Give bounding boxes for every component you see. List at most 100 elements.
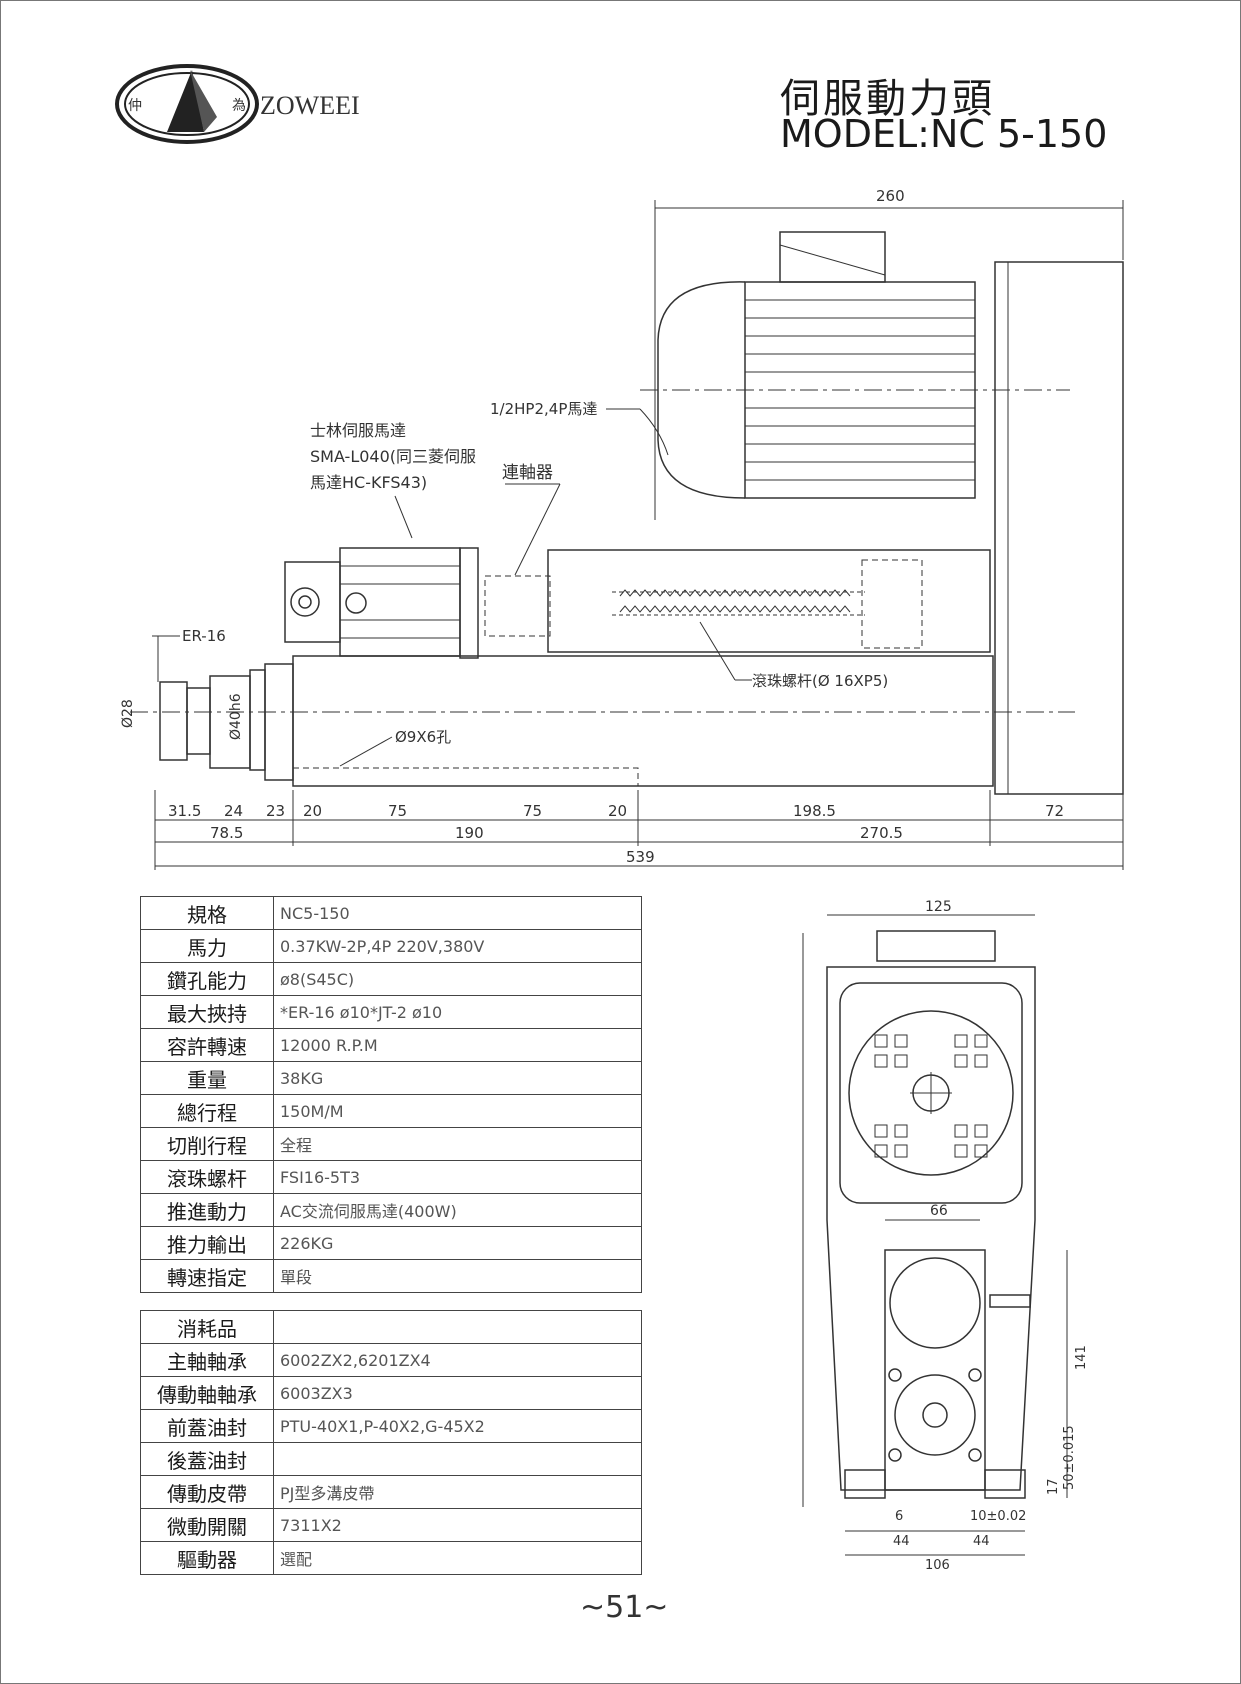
spec-value: 6003ZX3 — [273, 1376, 642, 1410]
spec-key: 主軸軸承 — [140, 1343, 274, 1377]
dim-78-5: 78.5 — [210, 824, 243, 842]
spec-key: 傳動皮帶 — [140, 1475, 274, 1509]
dim-24: 24 — [224, 802, 243, 820]
page-number: ~51~ — [580, 1590, 669, 1625]
table-row: 消耗品 — [140, 1310, 642, 1344]
spec-key: 總行程 — [140, 1094, 274, 1128]
spec-value: 150M/M — [273, 1094, 642, 1128]
logo-wordmark: ZOWEEI — [260, 91, 360, 120]
label-servo-1: 士林伺服馬達 — [310, 421, 406, 440]
table-row: 驅動器選配 — [140, 1541, 642, 1575]
table-row: 切削行程全程 — [140, 1127, 642, 1161]
dim-31-5: 31.5 — [168, 802, 201, 820]
label-coupling: 連軸器 — [502, 463, 553, 483]
label-hole: Ø9X6孔 — [395, 728, 451, 746]
zoweei-logo: 仲 為 ZOWEEI — [115, 64, 360, 144]
dim-320: 320 — [795, 1206, 799, 1233]
spec-key: 鑽孔能力 — [140, 962, 274, 996]
spec-key: 最大挾持 — [140, 995, 274, 1029]
spec-value: 6002ZX2,6201ZX4 — [273, 1343, 642, 1377]
spec-value: PTU-40X1,P-40X2,G-45X2 — [273, 1409, 642, 1443]
spec-key: 消耗品 — [140, 1310, 274, 1344]
spec-value: FSI16-5T3 — [273, 1160, 642, 1194]
spec-value: AC交流伺服馬達(400W) — [273, 1193, 642, 1227]
dim-20b: 20 — [608, 802, 627, 820]
spec-key: 後蓋油封 — [140, 1442, 274, 1476]
dim-190: 190 — [455, 824, 484, 842]
table-row: 轉速指定單段 — [140, 1259, 642, 1293]
dim-6: 6 — [895, 1509, 903, 1524]
spec-value: 12000 R.P.M — [273, 1028, 642, 1062]
spec-value — [273, 1442, 642, 1476]
dim-270-5: 270.5 — [860, 824, 903, 842]
label-d28: Ø28 — [120, 699, 136, 728]
label-ballscrew: 滾珠螺杆(Ø 16XP5) — [752, 672, 888, 690]
spec-value: 選配 — [273, 1541, 642, 1575]
dim-125: 125 — [925, 899, 952, 915]
side-view-drawing: 260 1/2HP2,4P馬達 士林伺服馬達 SMA-L040(同三菱伺服 馬達… — [120, 187, 1124, 870]
dim-66: 66 — [930, 1203, 948, 1219]
spec-value: PJ型多溝皮帶 — [273, 1475, 642, 1509]
spec-key: 推力輸出 — [140, 1226, 274, 1260]
dim-539: 539 — [626, 848, 655, 866]
spec-value: 全程 — [273, 1127, 642, 1161]
label-servo-2: SMA-L040(同三菱伺服 — [310, 447, 476, 466]
dim-44a: 44 — [893, 1534, 910, 1549]
title-chinese: 伺服動力頭 — [780, 76, 995, 122]
spec-value: *ER-16 ø10*JT-2 ø10 — [273, 995, 642, 1029]
dim-75b: 75 — [523, 802, 542, 820]
dim-106: 106 — [925, 1558, 950, 1573]
table-row: 後蓋油封 — [140, 1442, 642, 1476]
spec-value: ø8(S45C) — [273, 962, 642, 996]
dim-260: 260 — [876, 187, 905, 205]
spec-value: 7311X2 — [273, 1508, 642, 1542]
spec-value: 單段 — [273, 1259, 642, 1293]
dim-141: 141 — [1074, 1345, 1085, 1370]
spec-key: 容許轉速 — [140, 1028, 274, 1062]
front-view-drawing: 125 320 66 141 50±0.015 17 6 10±0.02 44 … — [795, 899, 1085, 1573]
spec-key: 驅動器 — [140, 1541, 274, 1575]
dim-75a: 75 — [388, 802, 407, 820]
spec-key: 規格 — [140, 896, 274, 930]
spec-value: 38KG — [273, 1061, 642, 1095]
dim-20a: 20 — [303, 802, 322, 820]
spec-value: 0.37KW-2P,4P 220V,380V — [273, 929, 642, 963]
label-collet: ER-16 — [182, 627, 226, 645]
logo-left-char: 仲 — [128, 98, 142, 114]
logo-right-char: 為 — [232, 98, 246, 114]
spec-key: 微動開關 — [140, 1508, 274, 1542]
dim-50: 50±0.015 — [1062, 1425, 1077, 1490]
spec-value — [273, 1310, 642, 1344]
spec-key: 轉速指定 — [140, 1259, 274, 1293]
spec-key: 推進動力 — [140, 1193, 274, 1227]
spec-key: 切削行程 — [140, 1127, 274, 1161]
label-servo-3: 馬達HC-KFS43) — [310, 473, 427, 492]
dim-10: 10±0.02 — [970, 1509, 1026, 1524]
spec-value: NC5-150 — [273, 896, 642, 930]
spec-key: 傳動軸軸承 — [140, 1376, 274, 1410]
label-motor: 1/2HP2,4P馬達 — [490, 400, 597, 418]
dim-72: 72 — [1045, 802, 1064, 820]
dim-23: 23 — [266, 802, 285, 820]
table-row: 最大挾持*ER-16 ø10*JT-2 ø10 — [140, 995, 642, 1029]
spec-key: 重量 — [140, 1061, 274, 1095]
dim-17: 17 — [1046, 1478, 1061, 1495]
spec-key: 滾珠螺杆 — [140, 1160, 274, 1194]
spec-key: 前蓋油封 — [140, 1409, 274, 1443]
title-model: MODEL:NC 5-150 — [780, 112, 1108, 156]
dim-198-5: 198.5 — [793, 802, 836, 820]
